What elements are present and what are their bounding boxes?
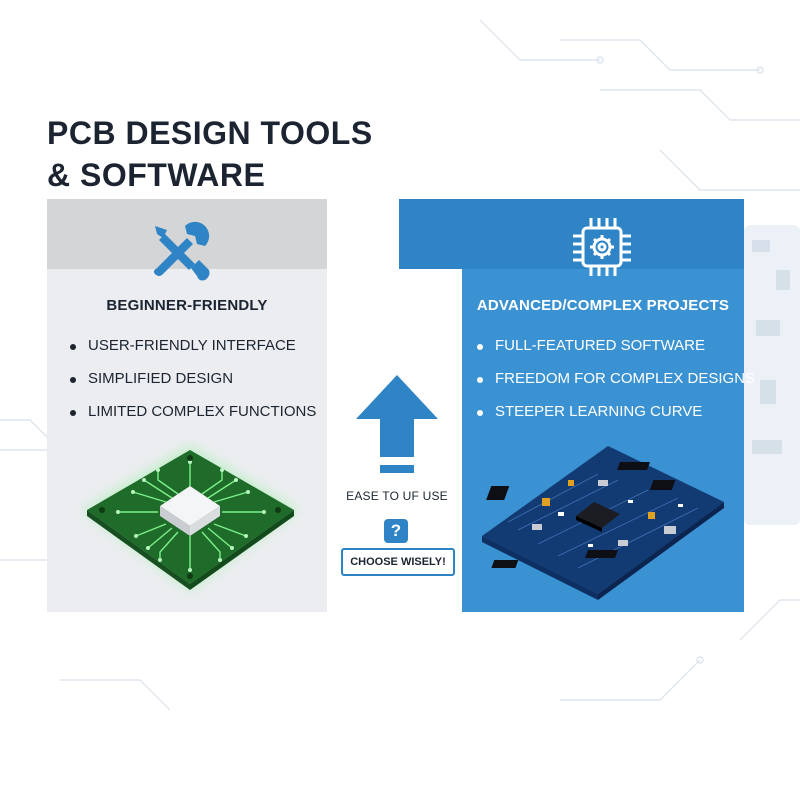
blue-pcb-illustration (482, 446, 724, 600)
ease-of-use-label: EASE TO UF USE (346, 489, 448, 503)
page-title: PCB DESIGN TOOLS & SOFTWARE (47, 112, 373, 196)
list-item: STEEPER LEARNING CURVE (477, 401, 755, 434)
title-line-1: PCB DESIGN TOOLS (47, 115, 373, 151)
list-item: SIMPLIFIED DESIGN (70, 368, 316, 401)
arrow-up-icon (356, 375, 438, 473)
advanced-heading: ADVANCED/COMPLEX PROJECTS (476, 297, 730, 314)
list-item: FULL-FEATURED SOFTWARE (477, 335, 755, 368)
wrench-screwdriver-icon (153, 221, 210, 281)
advanced-feature-list: FULL-FEATURED SOFTWARE FREEDOM FOR COMPL… (477, 335, 755, 434)
microchip-gear-icon (573, 218, 631, 276)
question-mark-icon: ? (384, 519, 408, 543)
green-pcb-illustration (83, 446, 298, 590)
beginner-heading: BEGINNER-FRIENDLY (106, 297, 268, 314)
list-item: LIMITED COMPLEX FUNCTIONS (70, 401, 316, 434)
list-item: USER-FRIENDLY INTERFACE (70, 335, 316, 368)
beginner-feature-list: USER-FRIENDLY INTERFACE SIMPLIFIED DESIG… (70, 335, 316, 434)
list-item: FREEDOM FOR COMPLEX DESIGNS (477, 368, 755, 401)
advanced-panel-header (399, 199, 744, 269)
title-line-2: & SOFTWARE (47, 157, 266, 193)
choose-wisely-label: CHOOSE WISELY! (341, 548, 455, 576)
